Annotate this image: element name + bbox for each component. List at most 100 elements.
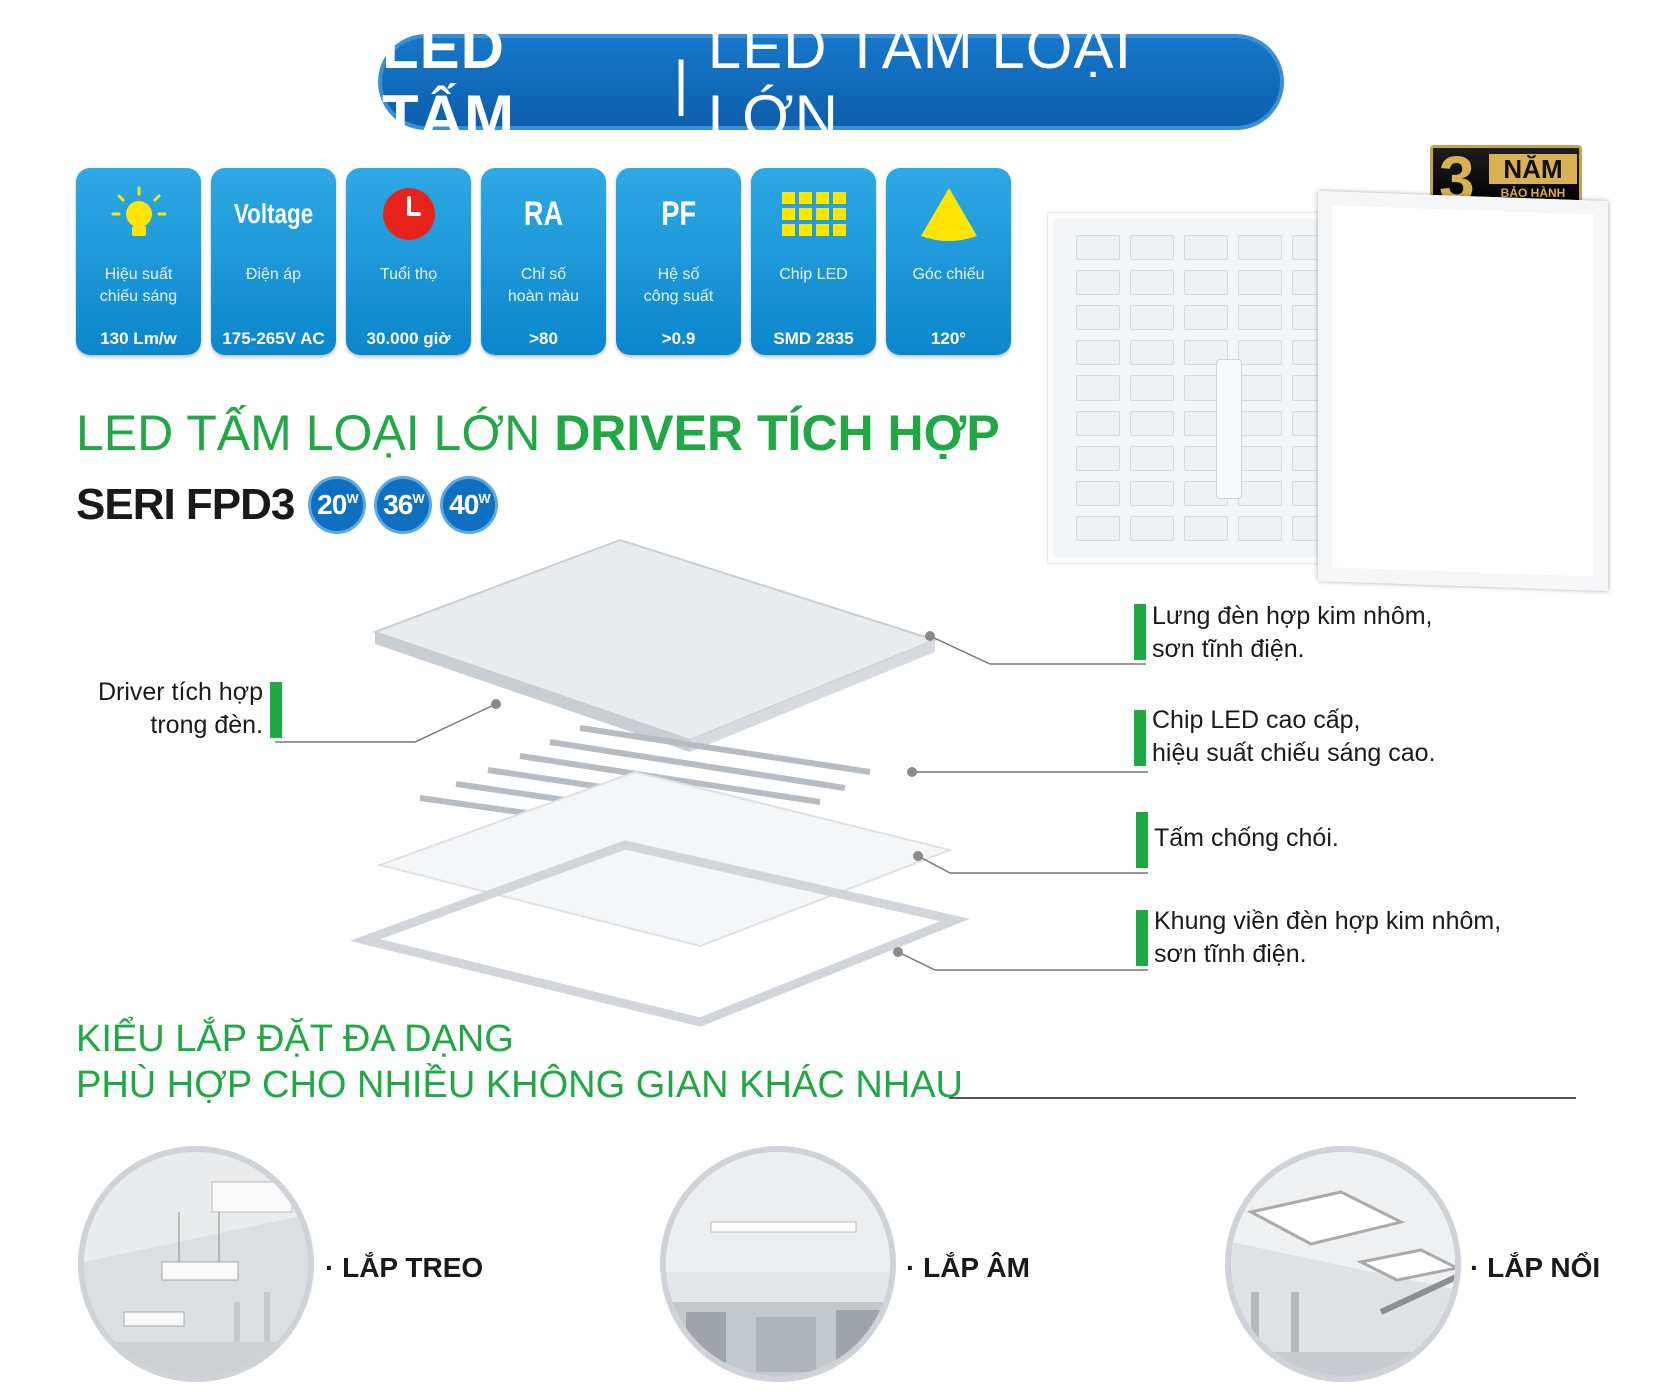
install-heading: KIỂU LẮP ĐẶT ĐA DẠNG PHÙ HỢP CHO NHIỀU K… [76, 1018, 963, 1106]
spec-icon-text: PF [661, 194, 696, 233]
install-photo-recessed [660, 1146, 896, 1382]
back-plate-cell [1130, 340, 1174, 366]
callout-back: Lưng đèn hợp kim nhôm, sơn tĩnh điện. [1152, 602, 1433, 663]
spec-tile-ra: RA Chỉ số hoàn màu >80 [481, 168, 606, 355]
install-label-recessed: · LẮP ÂM [906, 1252, 1030, 1283]
back-plate-cell [1130, 480, 1174, 506]
chip-grid-icon [751, 184, 876, 244]
callout-marker [270, 682, 282, 738]
back-plate-cell [1076, 305, 1120, 331]
back-plate-cell [1238, 480, 1282, 506]
back-plate-cell [1238, 515, 1282, 541]
spec-label: Điện áp [245, 266, 302, 283]
back-plate-cell [1130, 410, 1174, 436]
back-plate-cell [1184, 515, 1228, 541]
spec-value: 30.000 giờ [366, 329, 451, 348]
callout-chip: Chip LED cao cấp, hiệu suất chiếu sáng c… [1152, 706, 1436, 767]
title-bold: LED TẤM [382, 14, 515, 150]
back-plate-cell [1130, 375, 1174, 401]
title-separator: | [673, 48, 690, 116]
section-heading: LED TẤM LOẠI LỚN DRIVER TÍCH HỢP [76, 404, 1000, 462]
back-plate-cell [1076, 445, 1120, 471]
warranty-word: NĂM [1489, 154, 1577, 184]
back-plate-cell [1076, 375, 1120, 401]
frame-shape [349, 840, 971, 1027]
callout-driver: Driver tích hợp trong đèn. [97, 678, 263, 739]
spec-label: chiếu sáng [99, 288, 178, 305]
section-heading-light: LED TẤM LOẠI LỚN [76, 405, 555, 461]
callout-marker [1134, 710, 1146, 766]
spec-label: Hệ số [657, 266, 700, 283]
spec-label: công suất [643, 288, 714, 305]
install-label-pendant: · LẮP TREO [325, 1252, 484, 1283]
back-plate-cell [1238, 270, 1282, 296]
install-photo-surface [1225, 1146, 1461, 1382]
spec-tiles: Hiệu suất chiếu sáng 130 Lm/w Voltage Đi… [76, 168, 1011, 355]
back-plate-cell [1238, 340, 1282, 366]
back-plate-cell [1238, 305, 1282, 331]
back-plate-cell [1076, 340, 1120, 366]
back-plate-cell [1184, 270, 1228, 296]
back-plate-cell [1076, 480, 1120, 506]
voltage-icon: Voltage [211, 184, 336, 244]
series-name: SERI FPD3 [76, 480, 295, 529]
back-plate-cell [1076, 270, 1120, 296]
back-plate-cell [1130, 445, 1174, 471]
back-plate-shape [372, 538, 938, 742]
callout-marker [1136, 812, 1148, 868]
diffuser-shape [376, 770, 954, 948]
callout-diffuser: Tấm chống chói. [1154, 824, 1339, 852]
pf-icon: PF [616, 184, 741, 244]
spec-value: 175-265V AC [222, 329, 325, 348]
callout-marker [1134, 604, 1146, 660]
spec-label: Chỉ số [520, 266, 567, 283]
back-plate-cell [1130, 515, 1174, 541]
back-plate-cell [1238, 410, 1282, 436]
spec-icon-text: RA [523, 194, 564, 233]
spec-value: 130 Lm/w [100, 329, 177, 348]
spec-label: Góc chiếu [912, 266, 985, 283]
back-plate-cell [1130, 270, 1174, 296]
back-plate-cell [1076, 410, 1120, 436]
spec-icon-text: Voltage [233, 198, 314, 229]
back-plate-cell [1076, 235, 1120, 261]
back-plate-cell [1130, 305, 1174, 331]
back-plate-cell [1184, 235, 1228, 261]
title-light: LED TẤM LOẠI LỚN [707, 14, 1133, 150]
clock-icon [346, 184, 471, 244]
page-title: LED TẤM | LED TẤM LOẠI LỚN [378, 14, 1284, 150]
spec-value: 120° [930, 329, 967, 348]
back-plate-cell [1076, 515, 1120, 541]
back-plate-cell [1130, 235, 1174, 261]
warranty-badge: 3 NĂM BẢO HÀNH [1430, 143, 1582, 215]
spec-value: SMD 2835 [773, 329, 854, 348]
install-photo-pendant [78, 1146, 314, 1382]
spec-tile-efficiency: Hiệu suất chiếu sáng 130 Lm/w [76, 168, 201, 355]
install-label-surface: · LẮP NỔI [1470, 1252, 1601, 1283]
back-plate-cell [1184, 305, 1228, 331]
callout-frame: Khung viền đèn hợp kim nhôm, sơn tĩnh đi… [1154, 907, 1502, 968]
spec-tile-voltage: Voltage Điện áp 175-265V AC [211, 168, 336, 355]
callout-marker [1136, 910, 1148, 966]
spec-tile-chip: Chip LED SMD 2835 [751, 168, 876, 355]
spec-tile-beam-angle: Góc chiếu 120° [886, 168, 1011, 355]
spec-label: Chip LED [779, 266, 848, 283]
section-heading-bold: DRIVER TÍCH HỢP [554, 405, 1000, 461]
spec-label: hoàn màu [507, 288, 580, 305]
spec-tile-pf: PF Hệ số công suất >0.9 [616, 168, 741, 355]
lightbulb-icon [76, 184, 201, 244]
divider [949, 1097, 1576, 1099]
spec-value: >80 [529, 329, 558, 348]
back-plate-cell [1238, 235, 1282, 261]
spec-label: Tuổi thọ [379, 266, 438, 283]
ra-icon: RA [481, 184, 606, 244]
beam-angle-icon [886, 184, 1011, 244]
warranty-sub: BẢO HÀNH [1500, 186, 1566, 200]
spec-value: >0.9 [661, 329, 696, 348]
spec-tile-lifetime: Tuổi thọ 30.000 giờ [346, 168, 471, 355]
